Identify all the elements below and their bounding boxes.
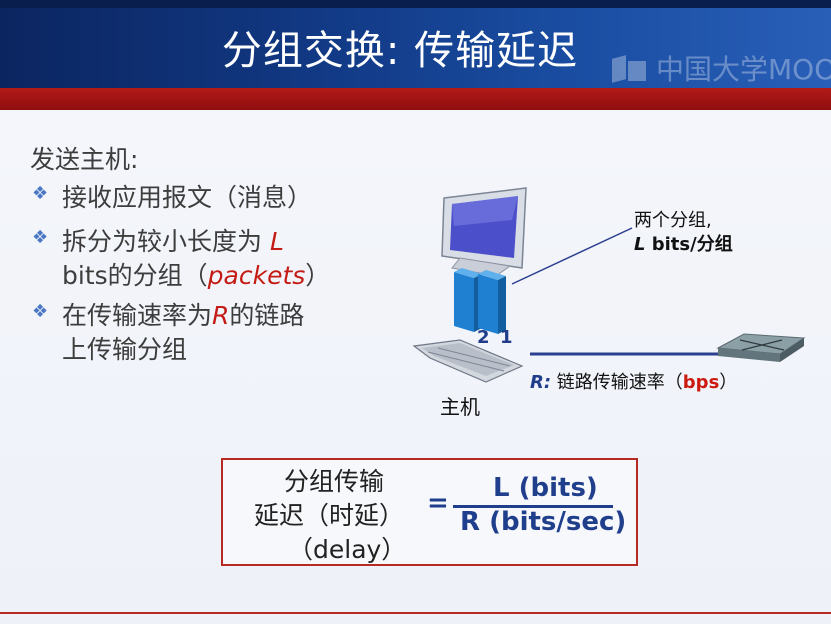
packet-number-1: 1 xyxy=(500,327,513,348)
packet-number-2: 2 xyxy=(477,327,490,348)
var-R: R xyxy=(212,301,230,330)
mooc-watermark: 中国大学MOOC xyxy=(612,50,831,86)
packet-icon xyxy=(478,270,506,334)
bullet-3-prefix: 在传输速率为 xyxy=(62,301,213,330)
link-rate-close: ） xyxy=(719,372,738,393)
watermark-text: 中国大学MOOC xyxy=(656,53,831,86)
bullet-2-prefix: 拆分为较小长度为 xyxy=(62,227,270,256)
formula-box xyxy=(221,458,638,566)
footer-rule xyxy=(0,612,831,614)
link-rate-text: 链路传输速率（ xyxy=(551,372,683,393)
packet-icon xyxy=(454,268,482,332)
formula-denominator: R (bits/sec) xyxy=(460,507,627,537)
callout-line xyxy=(511,227,633,285)
callout-var-L: L xyxy=(634,234,646,255)
fraction-bar xyxy=(453,505,613,508)
callout-unit: bits/分组 xyxy=(645,234,733,255)
slide-title: 分组交换: 传输延迟 xyxy=(221,28,579,74)
var-packets: packets xyxy=(207,261,306,290)
bullet-3-text: 在传输速率为R的链路 xyxy=(62,296,304,332)
bullet-2-line2-prefix: bits的分组（ xyxy=(62,261,208,290)
network-figure xyxy=(412,187,806,383)
bullet-2-line2: bits的分组（packets） xyxy=(62,256,330,292)
packets-callout-line2: L bits/分组 xyxy=(634,230,733,256)
formula-line1: 分组传输 xyxy=(284,467,385,496)
router-icon xyxy=(716,333,806,362)
bullet-2-text: 拆分为较小长度为 L xyxy=(62,222,284,258)
keyboard-icon xyxy=(412,339,524,383)
bullet-3-suffix: 的链路 xyxy=(229,301,305,330)
header-top-edge xyxy=(0,0,831,8)
header-red-band xyxy=(0,88,831,110)
host-label: 主机 xyxy=(440,395,480,419)
bullet-3-line2: 上传输分组 xyxy=(62,335,188,364)
packets-callout-line1: 两个分组, xyxy=(634,210,712,231)
bullet-1-text: 接收应用报文（消息） xyxy=(62,183,313,212)
footer-strip xyxy=(0,614,831,624)
slide-header xyxy=(0,0,831,90)
link-var-R: R: xyxy=(530,372,552,393)
monitor-icon xyxy=(441,187,527,277)
formula-line2: 延迟（时延） xyxy=(254,501,405,530)
host-heading: 发送主机: xyxy=(30,145,139,174)
link-rate-label: R: 链路传输速率（bps） xyxy=(530,368,737,394)
mooc-logo-icon xyxy=(612,53,648,83)
var-L: L xyxy=(269,227,284,256)
formula-equals: = xyxy=(427,488,449,518)
formula-line3: （delay） xyxy=(288,535,407,564)
diamond-bullet-icon: ❖ xyxy=(32,227,49,248)
diamond-bullet-icon: ❖ xyxy=(32,183,49,204)
formula-numerator: L (bits) xyxy=(493,473,598,503)
bullet-2-line2-suffix: ） xyxy=(305,261,331,290)
link-rate-unit: bps xyxy=(682,372,720,393)
diamond-bullet-icon: ❖ xyxy=(32,301,49,322)
